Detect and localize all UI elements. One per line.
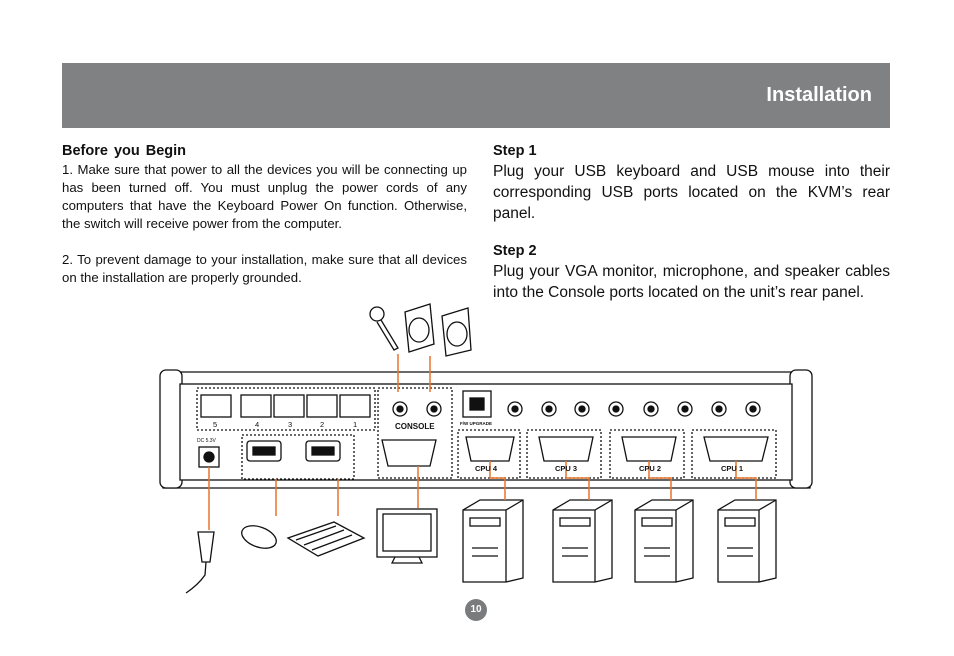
console-mic-jack	[392, 401, 408, 417]
power-label: DC 5.3V	[197, 438, 217, 444]
monitor-icon	[376, 508, 438, 564]
before-you-begin-section: Before you Begin 1. Make sure that power…	[62, 142, 467, 287]
power-adapter-icon	[185, 531, 215, 594]
cpu2-computer-icon	[634, 499, 694, 583]
rj45-port-5	[200, 394, 232, 418]
step1-title: Step 1	[493, 143, 537, 159]
port-number-3: 3	[288, 420, 292, 429]
mouse-icon	[241, 525, 277, 549]
port-number-4: 4	[255, 420, 259, 429]
fw-upgrade-port	[462, 390, 492, 418]
instruction-paragraph-2: 2. To prevent damage to your installatio…	[62, 252, 467, 285]
console-speaker-jack	[426, 401, 442, 417]
cpu2-label: CPU 2	[639, 464, 661, 473]
fw-upgrade-label: F/W UPGRADE	[460, 421, 492, 426]
microphone-icon	[369, 306, 399, 351]
usb-mouse-port	[246, 440, 282, 462]
rj45-port-3	[273, 394, 305, 418]
step2-title: Step 2	[493, 243, 537, 259]
cpu4-vga-port	[465, 436, 515, 462]
cpu1-computer-icon	[717, 499, 777, 583]
page-title: Installation	[766, 84, 872, 106]
cpu3-computer-icon	[552, 499, 613, 583]
port-number-5: 5	[213, 420, 217, 429]
step2-text: Plug your VGA monitor, microphone, and s…	[493, 263, 890, 301]
console-vga-port	[381, 439, 437, 467]
rj45-port-1	[339, 394, 371, 418]
connection-leader-lines	[208, 354, 757, 530]
speakers-icon	[404, 303, 472, 357]
console-label: CONSOLE	[395, 422, 435, 431]
page-number: 10	[465, 599, 487, 621]
rj45-port-4	[240, 394, 272, 418]
port-number-2: 2	[320, 420, 324, 429]
cpu1-vga-port	[703, 436, 769, 462]
usb-keyboard-port	[305, 440, 341, 462]
rj45-port-2	[306, 394, 338, 418]
port-number-1: 1	[353, 420, 357, 429]
step1-text: Plug your USB keyboard and USB mouse int…	[493, 163, 890, 222]
cpu3-vga-port	[538, 436, 594, 462]
instruction-paragraph-1: 1. Make sure that power to all the devic…	[62, 162, 467, 231]
kvm-connection-diagram: 5 4 3 2 1 CONSOLE F/W UPGRADE CPU 4 CPU …	[159, 303, 813, 594]
steps-section: Step 1 Plug your USB keyboard and USB mo…	[493, 142, 890, 303]
cpu1-label: CPU 1	[721, 464, 743, 473]
before-you-begin-heading: Before you Begin	[62, 143, 187, 159]
cpu3-label: CPU 3	[555, 464, 577, 473]
header-band: Installation	[62, 63, 890, 128]
cpu4-computer-icon	[462, 499, 524, 583]
cpu2-vga-port	[621, 436, 677, 462]
keyboard-icon	[286, 521, 366, 557]
cpu4-label: CPU 4	[475, 464, 498, 473]
